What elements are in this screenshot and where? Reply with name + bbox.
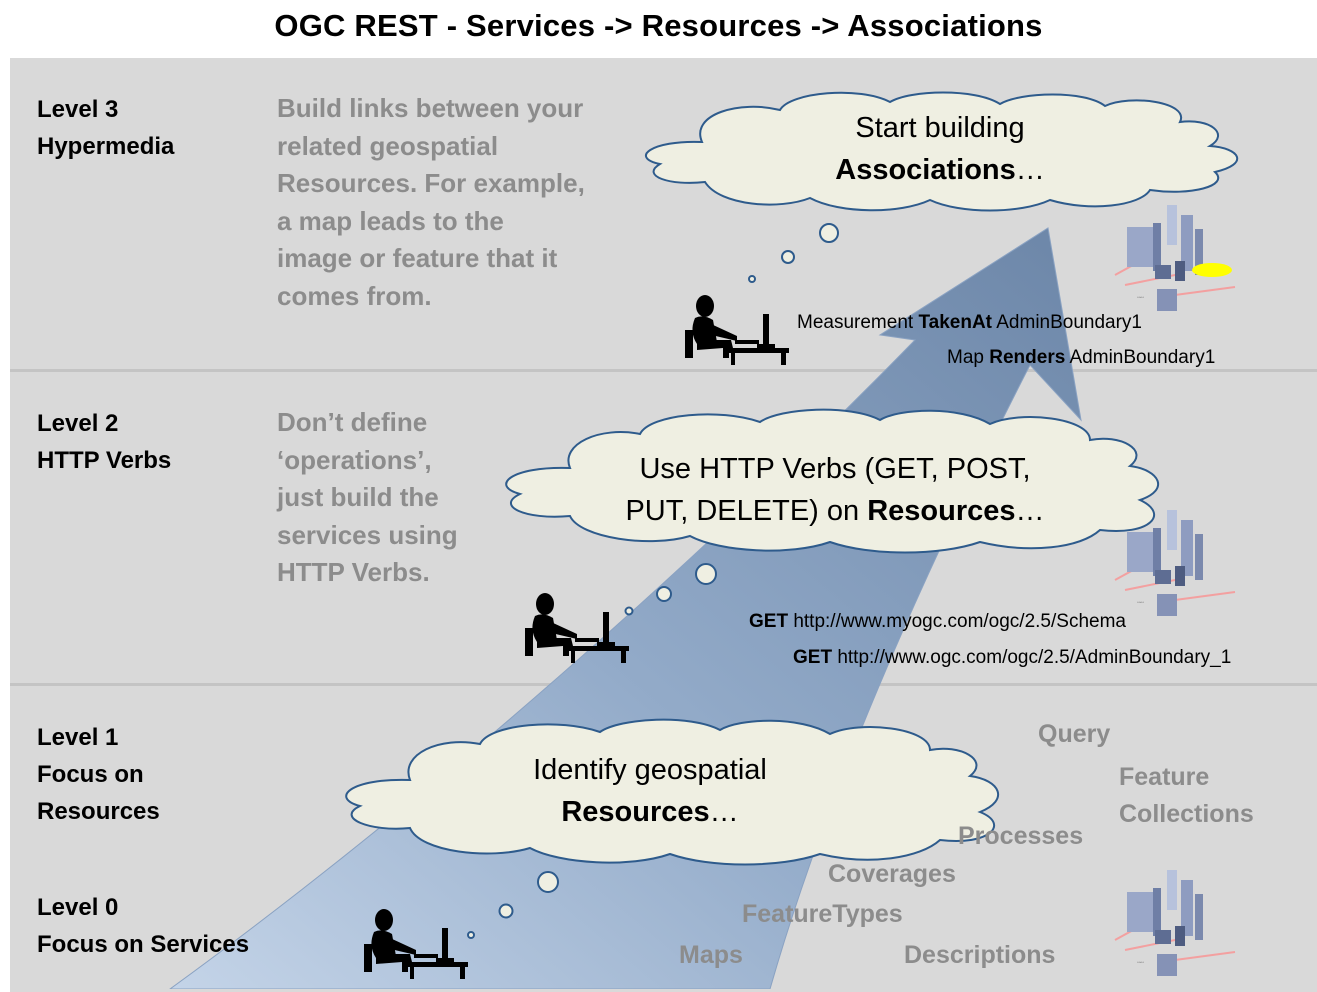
emphasis: Resources (867, 495, 1016, 527)
level-number: Level 2 (37, 410, 119, 437)
cloud-3-text: Start building Associations… (790, 107, 1090, 191)
description-line: Build links between your (277, 93, 584, 123)
level-number: Level 0 (37, 894, 119, 921)
level-name: HTTP Verbs (37, 447, 172, 474)
cloud-line: Associations… (790, 149, 1090, 191)
resource-featuretypes: FeatureTypes (742, 900, 903, 928)
cloud-line: Start building (855, 112, 1025, 144)
resource-collections: Collections (1119, 800, 1254, 828)
page-title: OGC REST - Services -> Resources -> Asso… (274, 8, 1043, 43)
assoc-verb: Renders (989, 347, 1066, 368)
cloud-line: Identify geospatial (533, 754, 767, 786)
assoc-subject: Measurement (797, 312, 919, 333)
emphasis: Resources (561, 796, 710, 828)
assoc-subject: Map (947, 347, 990, 368)
resource-descriptions: Descriptions (904, 941, 1056, 969)
level-2-label: Level 2 HTTP Verbs (37, 405, 171, 479)
description-line: Don’t define (277, 407, 428, 437)
cloud-text-plain: PUT, DELETE) on (625, 495, 868, 527)
emphasis: Associations (835, 154, 1016, 186)
level-0-label: Level 0 Focus on Services (37, 889, 249, 963)
level-name: Focus on (37, 761, 144, 788)
level-number: Level 1 (37, 724, 119, 751)
description-line: related geospatial (277, 130, 499, 161)
level-number: Level 3 (37, 96, 119, 123)
association-line-2: Map Renders AdminBoundary1 (947, 347, 1215, 369)
level-name: Focus on Services (37, 931, 250, 958)
description-line: HTTP Verbs. (277, 557, 430, 587)
description-line: Resources. For example, (277, 168, 585, 198)
ellipsis: … (1015, 495, 1045, 527)
request-line-1: GET http://www.myogc.com/ogc/2.5/Schema (749, 611, 1126, 633)
resource-coverages: Coverages (828, 860, 956, 888)
cloud-2-text: Use HTTP Verbs (GET, POST, PUT, DELETE) … (600, 448, 1070, 532)
association-line-1: Measurement TakenAt AdminBoundary1 (797, 312, 1142, 334)
request-url: http://www.myogc.com/ogc/2.5/Schema (788, 611, 1126, 632)
description-line: image or feature that it (277, 243, 558, 273)
thought-cloud-level-3 (645, 91, 1238, 212)
level-name: Hypermedia (37, 133, 175, 160)
request-url: http://www.ogc.com/ogc/2.5/AdminBoundary… (832, 647, 1232, 668)
cloud-line: Use HTTP Verbs (GET, POST, (639, 453, 1031, 485)
ellipsis: … (709, 796, 739, 828)
level-3-label: Level 3 Hypermedia (37, 91, 174, 165)
resource-feature: Feature (1119, 763, 1210, 791)
level-3-description: Build links between your related geospat… (277, 90, 585, 315)
description-line: services using (277, 519, 458, 550)
cloud-1-text: Identify geospatial Resources… (500, 749, 800, 833)
description-line: comes from. (277, 280, 432, 311)
assoc-object: AdminBoundary1 (1065, 347, 1216, 368)
person-at-computer-icon (685, 295, 789, 365)
city-map-icon (1114, 204, 1236, 312)
city-map-icon (1114, 869, 1236, 977)
description-line: just build the (277, 482, 439, 512)
http-method: GET (749, 611, 789, 632)
resource-query: Query (1038, 720, 1111, 748)
assoc-object: AdminBoundary1 (992, 312, 1143, 333)
level-2-description: Don’t define ‘operations’, just build th… (277, 404, 458, 592)
resource-processes: Processes (958, 822, 1084, 850)
cloud-line: Resources… (500, 791, 800, 833)
highlight-marker (1192, 263, 1232, 277)
assoc-verb: TakenAt (918, 312, 993, 333)
cloud-line: PUT, DELETE) on Resources… (600, 490, 1070, 532)
ellipsis: … (1015, 154, 1045, 186)
level-1-label: Level 1 Focus on Resources (37, 719, 160, 830)
description-line: a map leads to the (277, 205, 504, 236)
resource-maps: Maps (679, 941, 743, 969)
thought-cloud-level-1 (345, 718, 1000, 866)
description-line: ‘operations’, (277, 444, 432, 475)
http-method: GET (793, 647, 833, 668)
level-name: Resources (37, 798, 160, 825)
request-line-2: GET http://www.ogc.com/ogc/2.5/AdminBoun… (793, 647, 1231, 669)
thought-cloud-level-2 (505, 408, 1160, 554)
thought-bubbles (467, 223, 839, 939)
